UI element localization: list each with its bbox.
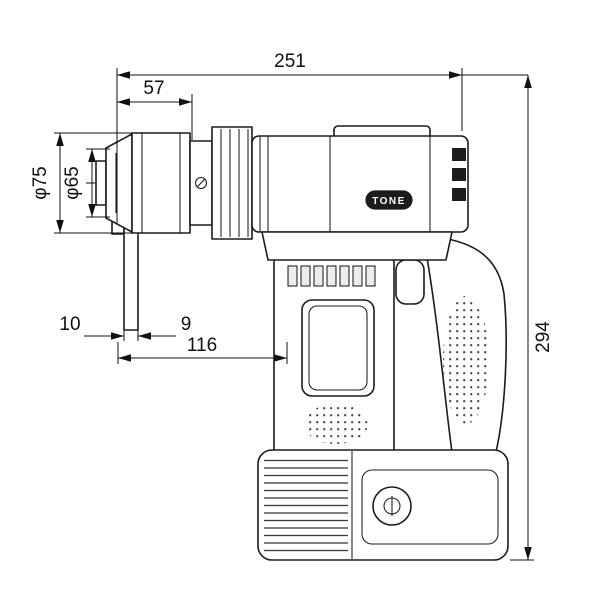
dim-label-socket-dia: φ65 (62, 166, 83, 199)
brand-badge: TONE (365, 190, 413, 210)
dimension-socket-diameter: φ65 (62, 148, 110, 218)
handle-texture (443, 296, 489, 424)
dimension-outer-diameter: φ75 (30, 132, 132, 234)
brand-label: TONE (372, 196, 406, 207)
grip-texture (304, 404, 368, 444)
dimension-tip-widths: 10 9 (59, 314, 191, 341)
trigger-housing (273, 257, 395, 459)
shear-tip-rod (111, 219, 139, 331)
motor-body (251, 125, 469, 233)
dimension-overall-height: 294 (462, 74, 554, 561)
battery-base (257, 449, 509, 561)
dim-label-head-length: 57 (143, 78, 164, 99)
dimension-front-to-grip: 116 (117, 335, 288, 364)
rear-vents-icon (452, 148, 466, 201)
neck-collar (261, 231, 453, 261)
dimension-overall-length: 251 (116, 51, 463, 224)
selector-dial-icon (372, 486, 412, 526)
front-socket-assembly (95, 126, 253, 240)
dim-label-overall-length: 251 (274, 51, 306, 72)
grip-handle (425, 235, 507, 453)
dim-label-tip-right: 9 (181, 314, 192, 335)
base-ribs (264, 456, 348, 554)
dim-label-tip-left: 10 (59, 314, 80, 335)
vent-slots (287, 265, 376, 287)
trigger (395, 259, 425, 305)
dimension-head-length: 57 (117, 78, 193, 140)
dim-label-overall-height: 294 (533, 321, 554, 353)
dim-label-front-to-grip: 116 (187, 335, 217, 356)
flange-screw-icon (194, 176, 208, 190)
dim-label-outer-dia: φ75 (30, 166, 51, 199)
